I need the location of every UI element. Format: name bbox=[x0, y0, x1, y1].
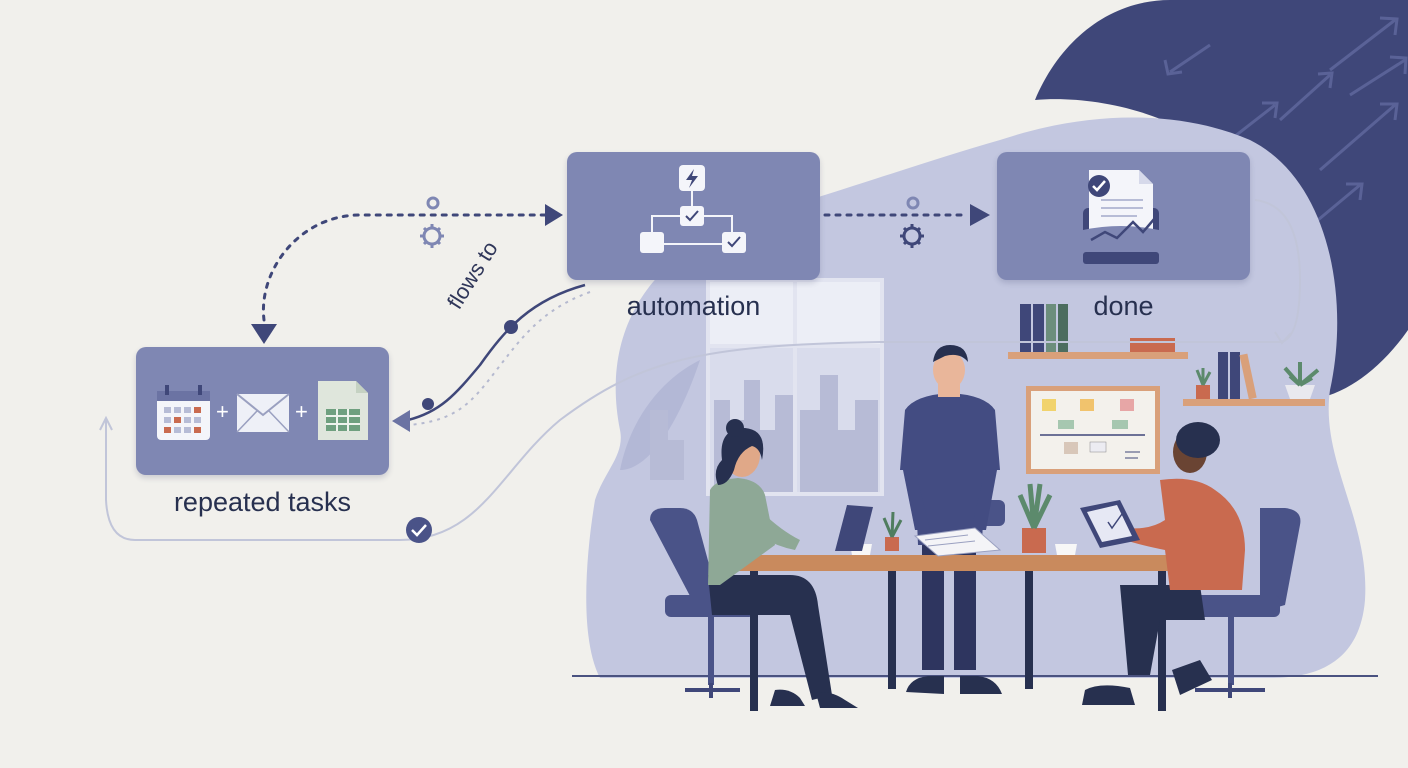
check-badge-icon bbox=[406, 517, 432, 543]
node-label-repeated: repeated tasks bbox=[173, 487, 352, 517]
lightning-icon bbox=[679, 165, 705, 191]
node-repeated-tasks: + + bbox=[136, 347, 389, 475]
repeated-tasks-icons bbox=[157, 381, 368, 440]
woman-with-laptop bbox=[708, 419, 873, 708]
node-label-automation: automation bbox=[626, 291, 761, 321]
done-icons bbox=[1083, 170, 1159, 264]
window bbox=[650, 278, 884, 496]
man-with-papers bbox=[900, 345, 1002, 694]
feedback-loop-line bbox=[105, 199, 1302, 541]
gear-icon bbox=[900, 196, 924, 248]
node-done bbox=[997, 152, 1250, 280]
automation-icons bbox=[640, 165, 746, 253]
calendar-icon bbox=[157, 385, 210, 440]
plus-sign: + bbox=[216, 399, 229, 424]
return-arrow-automation-to-repeated bbox=[407, 283, 586, 422]
dotted-arrow-repeated-to-automation bbox=[261, 213, 547, 322]
corkboard bbox=[1026, 386, 1160, 474]
growth-chart-icon bbox=[1083, 217, 1159, 264]
mail-icon bbox=[236, 393, 290, 433]
man-with-tablet bbox=[1080, 422, 1245, 705]
node-label-done: done bbox=[1093, 291, 1154, 321]
plant-shelf bbox=[1183, 352, 1325, 406]
plus-sign: + bbox=[295, 399, 308, 424]
return-dotted-shadow bbox=[409, 291, 591, 426]
workflow-icon bbox=[651, 191, 733, 232]
node-automation bbox=[567, 152, 820, 280]
gear-icon bbox=[420, 196, 444, 248]
spreadsheet-icon bbox=[318, 381, 368, 440]
